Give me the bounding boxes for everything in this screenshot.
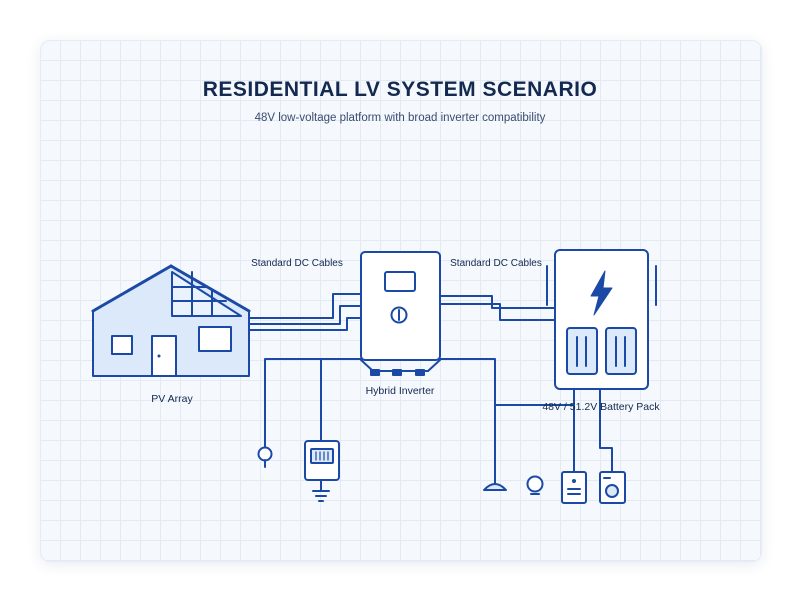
dc-cables-right-label: Standard DC Cables [450,258,542,269]
battery-cabinet-icon [546,249,657,390]
pv-array-label: PV Array [151,393,193,405]
lightning-bolt-icon [590,270,613,316]
load-icon [483,483,507,491]
dc-cables-inverter-battery [440,295,555,321]
dc-cables-pv-inverter [248,293,361,331]
battery-pack-label: 48V / 51.2V Battery Pack [542,401,660,413]
dc-cables-left-label: Standard DC Cables [251,258,343,269]
appliance-icon [561,471,587,504]
grid-plug-icon [257,446,273,468]
inverter-icon [360,251,441,376]
meter-icon [304,440,340,481]
ac-wiring [264,358,613,485]
solar-panel-icon [171,271,242,317]
ground-icon [312,479,330,502]
hybrid-inverter-label: Hybrid Inverter [366,385,435,397]
bulb-icon [526,475,544,495]
washing-machine-icon [599,471,626,504]
page-subtitle: 48V low-voltage platform with broad inve… [254,112,546,124]
house-icon [91,264,251,377]
page-title: RESIDENTIAL LV SYSTEM SCENARIO [202,78,598,101]
